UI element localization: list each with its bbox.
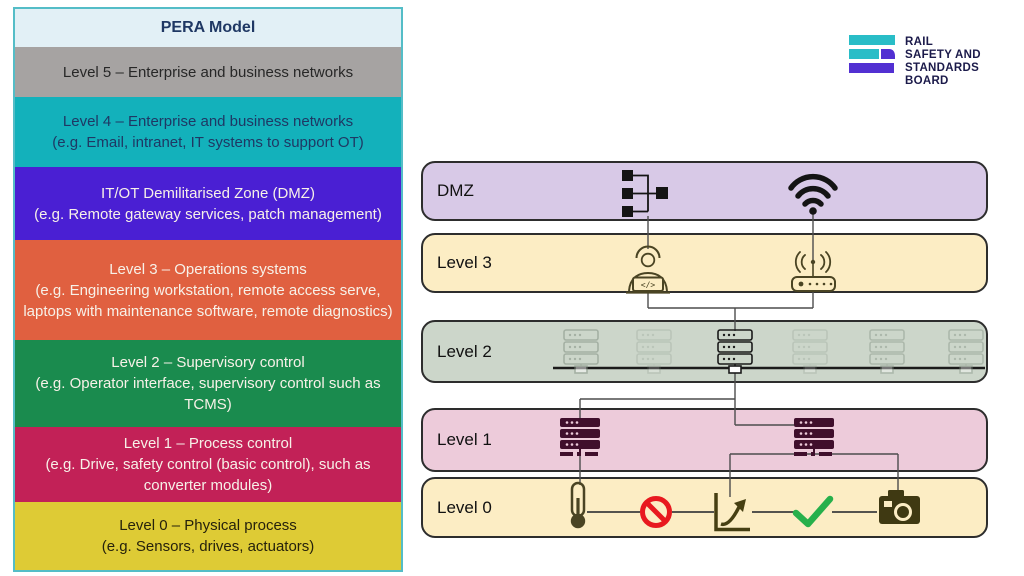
- pera-row-level1: Level 1 – Process control (e.g. Drive, s…: [15, 427, 401, 502]
- logo-line: STANDARDS: [905, 62, 980, 74]
- pera-row-dmz: IT/OT Demilitarised Zone (DMZ) (e.g. Rem…: [15, 167, 401, 240]
- band-level0-label: Level 0: [437, 497, 492, 517]
- band-level3: Level 3: [421, 233, 988, 293]
- pera-row-level2: Level 2 – Supervisory control (e.g. Oper…: [15, 340, 401, 427]
- rssb-logo-text: RAIL SAFETY AND STANDARDS BOARD: [905, 33, 981, 88]
- pera-row-level5: Level 5 – Enterprise and business networ…: [15, 47, 401, 97]
- pera-table: PERA Model Level 5 – Enterprise and busi…: [13, 7, 403, 572]
- logo-line: BOARD: [905, 75, 949, 87]
- logo-line: SAFETY AND: [905, 49, 981, 61]
- band-level1: Level 1: [421, 408, 988, 472]
- pera-row-level4: Level 4 – Enterprise and business networ…: [15, 97, 401, 167]
- band-dmz: DMZ: [421, 161, 988, 221]
- band-level2: Level 2: [421, 320, 988, 383]
- pera-row-level0: Level 0 – Physical process (e.g. Sensors…: [15, 502, 401, 570]
- band-dmz-label: DMZ: [437, 181, 474, 200]
- pera-table-header: PERA Model: [15, 9, 401, 47]
- logo-line: RAIL: [905, 36, 934, 48]
- rssb-logo-bars: [849, 35, 895, 73]
- pera-row-level3: Level 3 – Operations systems (e.g. Engin…: [15, 240, 401, 340]
- band-level1-label: Level 1: [437, 430, 492, 449]
- band-level2-label: Level 2: [437, 341, 492, 361]
- band-level3-label: Level 3: [437, 253, 492, 272]
- rssb-logo: RAIL SAFETY AND STANDARDS BOARD: [848, 33, 981, 88]
- band-level0: Level 0: [421, 477, 988, 538]
